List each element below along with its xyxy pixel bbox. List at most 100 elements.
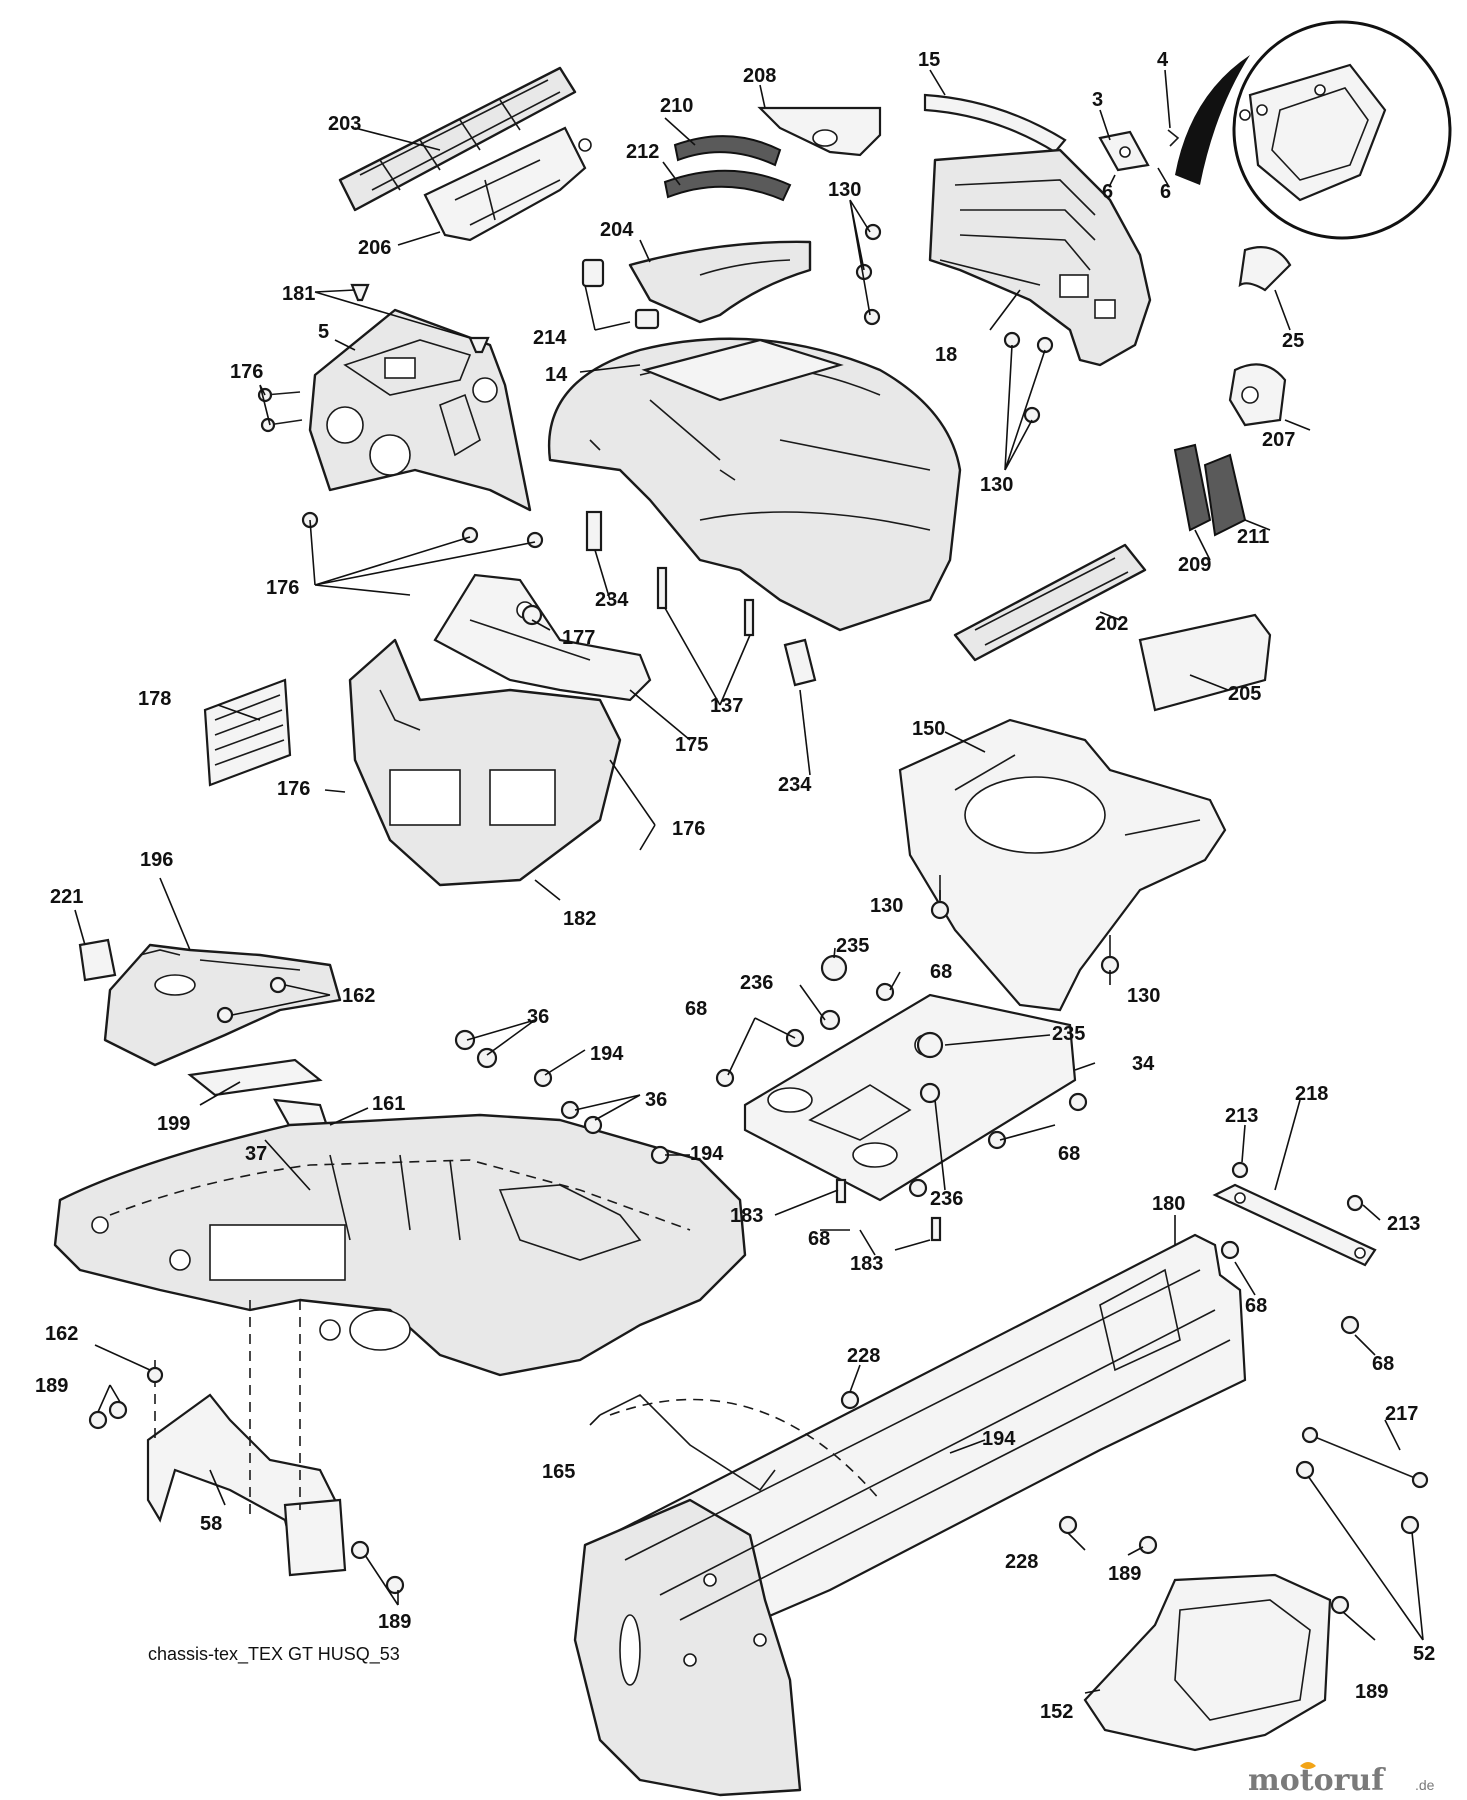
part-209-grille xyxy=(1173,443,1212,532)
callout-236-a: 236 xyxy=(740,972,773,994)
part-36-bolts xyxy=(454,1029,603,1135)
callout-58: 58 xyxy=(200,1513,222,1535)
part-178-vent xyxy=(203,678,292,787)
callout-36-b: 36 xyxy=(645,1089,667,1111)
callout-202: 202 xyxy=(1095,613,1128,635)
callout-161: 161 xyxy=(372,1093,405,1115)
part-196-cover xyxy=(103,943,342,1067)
part-52-nuts xyxy=(1295,1460,1420,1535)
callout-52: 52 xyxy=(1413,1643,1435,1665)
part-236-spacer xyxy=(819,1009,941,1104)
callout-234-b: 234 xyxy=(778,774,812,796)
callout-150: 150 xyxy=(912,718,945,740)
callout-5: 5 xyxy=(318,321,329,343)
callout-34: 34 xyxy=(1132,1053,1155,1075)
part-208-panel xyxy=(757,106,882,157)
part-137-strip xyxy=(656,566,755,637)
part-150-floor-pan xyxy=(898,718,1227,1012)
callout-210: 210 xyxy=(660,95,693,117)
callout-228-a: 228 xyxy=(847,1345,880,1367)
part-182-pedestal xyxy=(348,638,622,887)
callout-130-c: 130 xyxy=(870,895,903,917)
inset-swoosh xyxy=(1175,55,1250,185)
part-18-nose xyxy=(928,148,1152,367)
part-130-screws-b xyxy=(930,875,1120,975)
part-165-rod xyxy=(599,1394,881,1501)
callout-68-c: 68 xyxy=(1058,1143,1080,1165)
part-177-clip xyxy=(521,604,543,626)
part-5-dash-tower xyxy=(308,308,532,512)
part-152-tray xyxy=(1083,1573,1332,1752)
part-207-fixture xyxy=(1228,363,1287,427)
callout-204: 204 xyxy=(600,219,634,241)
callout-194-a: 194 xyxy=(590,1043,624,1065)
part-204-cover xyxy=(628,240,812,324)
callout-68-a: 68 xyxy=(930,961,952,983)
callout-68-d: 68 xyxy=(808,1228,830,1250)
callout-196: 196 xyxy=(140,849,173,871)
callout-189-b: 189 xyxy=(1108,1563,1141,1585)
callout-236-b: 236 xyxy=(930,1188,963,1210)
part-218-bracket xyxy=(1212,1183,1377,1267)
callout-189-d: 189 xyxy=(1355,1681,1388,1703)
callout-189-a: 189 xyxy=(35,1375,68,1397)
callout-217: 217 xyxy=(1385,1403,1418,1425)
callout-162-b: 162 xyxy=(45,1323,78,1345)
callout-207: 207 xyxy=(1262,429,1295,451)
part-181-knob xyxy=(350,283,490,354)
callout-152: 152 xyxy=(1040,1701,1073,1723)
callout-235-b: 235 xyxy=(1052,1023,1085,1045)
part-34-plate xyxy=(743,993,1077,1202)
callout-206: 206 xyxy=(358,237,391,259)
callout-211: 211 xyxy=(1237,526,1269,548)
callout-177: 177 xyxy=(562,627,595,649)
detail-inset-circle xyxy=(1232,20,1452,240)
watermark-accent-icon xyxy=(1300,1762,1316,1769)
part-211-grille xyxy=(1203,453,1247,537)
part-162-bolts-b xyxy=(146,1366,164,1384)
part-234-strip xyxy=(585,510,817,687)
callout-212: 212 xyxy=(626,141,659,163)
callout-130-d: 130 xyxy=(1127,985,1160,1007)
callout-178: 178 xyxy=(138,688,171,710)
callout-176-d: 176 xyxy=(672,818,705,840)
callout-183-b: 183 xyxy=(850,1253,883,1275)
callout-176-b: 176 xyxy=(266,577,299,599)
callout-209: 209 xyxy=(1178,554,1211,576)
callout-203: 203 xyxy=(328,113,361,135)
callout-183-a: 183 xyxy=(730,1205,763,1227)
part-213-bolts xyxy=(1231,1161,1364,1212)
callout-235-a: 235 xyxy=(836,935,869,957)
callout-15: 15 xyxy=(918,49,940,71)
callout-6-b: 6 xyxy=(1160,181,1171,203)
callout-199: 199 xyxy=(157,1113,190,1135)
callout-165: 165 xyxy=(542,1461,575,1483)
callout-137: 137 xyxy=(710,695,743,717)
part-235-spacer xyxy=(820,954,944,1059)
part-15-trim xyxy=(923,93,1067,154)
callout-68-f: 68 xyxy=(1372,1353,1394,1375)
leader-lines xyxy=(74,69,1424,1694)
callout-218: 218 xyxy=(1295,1083,1328,1105)
watermark-logo: motoruf .de xyxy=(1248,1762,1435,1798)
part-206-bracket xyxy=(423,126,592,242)
part-203-grille xyxy=(338,66,577,212)
callout-213-a: 213 xyxy=(1225,1105,1258,1127)
callout-176-a: 176 xyxy=(230,361,263,383)
part-210-screen xyxy=(673,135,782,167)
watermark-suffix: .de xyxy=(1415,1777,1435,1793)
callout-194-c: 194 xyxy=(982,1428,1016,1450)
part-14-hood xyxy=(547,337,962,632)
part-4-clip xyxy=(1167,129,1180,147)
callout-14: 14 xyxy=(545,364,568,386)
part-205-cover xyxy=(1138,613,1272,712)
callout-130-a: 130 xyxy=(828,179,861,201)
callout-18: 18 xyxy=(935,344,957,366)
callout-162-a: 162 xyxy=(342,985,375,1007)
callout-181: 181 xyxy=(282,283,315,305)
callout-3: 3 xyxy=(1092,89,1103,111)
part-58-bracket xyxy=(146,1300,347,1577)
callout-176-c: 176 xyxy=(277,778,310,800)
callout-221: 221 xyxy=(50,886,83,908)
